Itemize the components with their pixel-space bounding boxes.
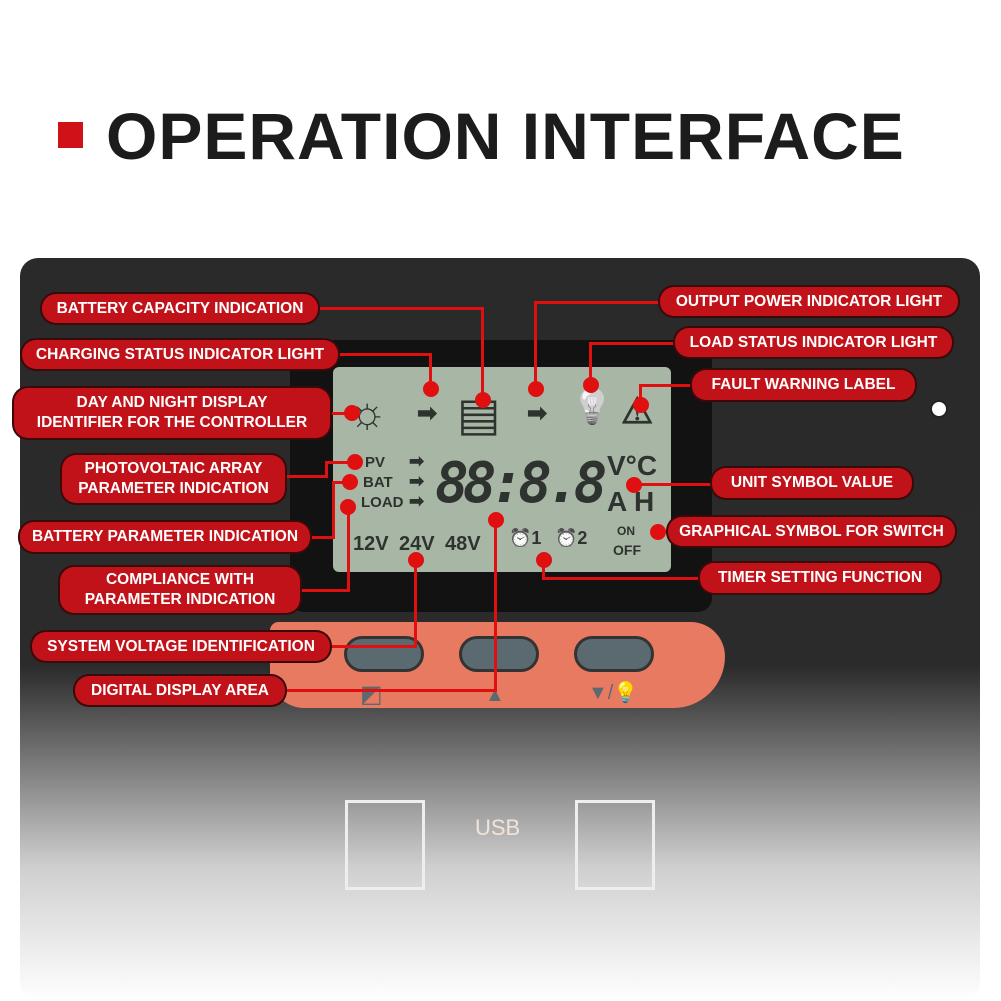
bat-label: BAT <box>363 474 393 491</box>
callout-dot <box>340 499 356 515</box>
label-timer: TIMER SETTING FUNCTION <box>700 563 940 593</box>
usb-port-2 <box>575 800 655 890</box>
label-charging-status: CHARGING STATUS INDICATOR LIGHT <box>22 340 338 369</box>
callout-line <box>318 307 484 310</box>
output-arrow-icon: ➡ <box>527 400 548 427</box>
label-unit-symbol: UNIT SYMBOL VALUE <box>712 468 912 498</box>
callout-dot <box>650 524 666 540</box>
callout-line <box>332 481 350 484</box>
label-output-power: OUTPUT POWER INDICATOR LIGHT <box>660 287 958 316</box>
timer2-icon: ⏰2 <box>555 528 588 548</box>
timer1-icon: ⏰1 <box>509 528 542 548</box>
callout-line <box>640 384 692 387</box>
callout-line <box>543 577 700 580</box>
label-pv-array: PHOTOVOLTAIC ARRAY PARAMETER INDICATION <box>62 455 285 503</box>
callout-line <box>590 342 675 345</box>
callout-line <box>534 301 537 389</box>
callout-line <box>332 481 335 539</box>
menu-button[interactable] <box>344 636 424 672</box>
lcd-screen: ☼ ➡ ▤ ➡ 💡 ⚠ PV BAT LOAD ➡ ➡ ➡ 88:8.8 V°C… <box>333 367 671 572</box>
callout-dot <box>488 512 504 528</box>
down-button[interactable] <box>574 636 654 672</box>
pv-arrow-icon: ➡ <box>409 451 425 471</box>
callout-line <box>414 560 417 648</box>
callout-dot <box>344 405 360 421</box>
switch-off: OFF <box>613 542 641 558</box>
usb-label: USB <box>475 815 521 840</box>
label-digital-display: DIGITAL DISPLAY AREA <box>75 676 285 705</box>
callout-line <box>639 384 642 405</box>
callout-dot <box>475 392 491 408</box>
callout-line <box>494 520 497 692</box>
digital-display: 88:8.8 <box>435 451 607 516</box>
callout-line <box>285 689 497 692</box>
callout-line <box>300 589 349 592</box>
callout-dot <box>633 397 649 413</box>
callout-dot <box>536 552 552 568</box>
callout-dot <box>347 454 363 470</box>
voltage-12v: 12V <box>353 533 389 555</box>
menu-icon: ◩ <box>360 681 383 708</box>
usb-port-1 <box>345 800 425 890</box>
callout-line <box>542 560 545 580</box>
callout-line <box>325 461 354 464</box>
page-title: OPERATION INTERFACE <box>106 99 905 173</box>
callout-dot <box>342 474 358 490</box>
label-battery-param: BATTERY PARAMETER INDICATION <box>20 522 310 552</box>
label-day-night: DAY AND NIGHT DISPLAY IDENTIFIER FOR THE… <box>14 388 330 438</box>
mounting-hole <box>930 400 948 418</box>
callout-line <box>330 412 352 415</box>
voltage-48v: 48V <box>445 533 481 555</box>
callout-dot <box>423 381 439 397</box>
down-minus-light-icon: ▼/💡 <box>588 682 639 704</box>
callout-line <box>330 645 417 648</box>
callout-line <box>325 461 328 478</box>
callout-dot <box>528 381 544 397</box>
callout-dot <box>626 477 642 493</box>
label-compliance: COMPLIANCE WITH PARAMETER INDICATION <box>60 567 300 613</box>
label-system-voltage: SYSTEM VOLTAGE IDENTIFICATION <box>32 632 330 661</box>
callout-line <box>310 536 334 539</box>
load-label: LOAD <box>361 494 404 511</box>
label-switch-symbol: GRAPHICAL SYMBOL FOR SWITCH <box>668 517 955 546</box>
callout-line <box>481 307 484 400</box>
pv-label: PV <box>365 454 386 471</box>
bulb-icon: 💡 <box>571 388 614 426</box>
bat-arrow-icon: ➡ <box>409 471 425 491</box>
callout-line <box>347 507 350 592</box>
title-bullet <box>58 122 83 148</box>
callout-line <box>338 353 432 356</box>
unit-top: V°C <box>607 450 658 481</box>
label-load-status: LOAD STATUS INDICATOR LIGHT <box>675 328 952 357</box>
callout-dot <box>408 552 424 568</box>
callout-line <box>535 301 660 304</box>
voltage-24v: 24V <box>399 533 435 555</box>
label-fault-warning: FAULT WARNING LABEL <box>692 370 915 400</box>
callout-dot <box>583 377 599 393</box>
load-arrow-icon: ➡ <box>409 491 425 511</box>
callout-line <box>285 475 325 478</box>
up-button[interactable] <box>459 636 539 672</box>
callout-line <box>429 353 432 389</box>
label-battery-capacity: BATTERY CAPACITY INDICATION <box>42 294 318 323</box>
callout-line <box>634 483 712 486</box>
switch-on: ON <box>617 524 635 538</box>
charging-arrow-icon: ➡ <box>417 400 438 427</box>
callout-line <box>589 342 592 385</box>
